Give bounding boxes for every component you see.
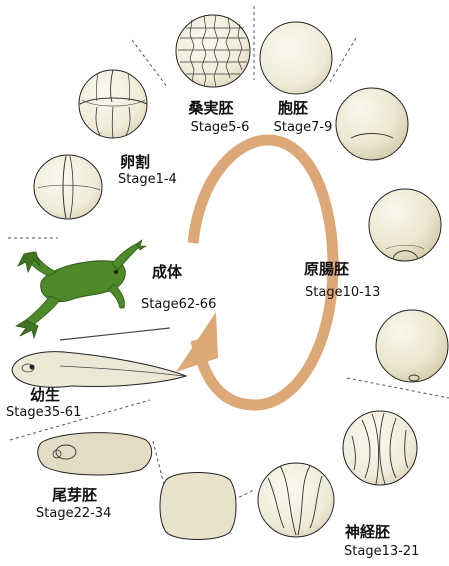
tailbud-name: 尾芽胚 — [52, 488, 97, 503]
neurula-range: Stage13-21 — [344, 545, 419, 558]
cleavage-range: Stage1-4 — [118, 173, 177, 186]
gastrula-range: Stage10-13 — [305, 286, 380, 299]
gastrula-name: 原腸胚 — [304, 262, 349, 277]
gastrula-egg-early — [336, 88, 408, 160]
adult-range: Stage62-66 — [141, 298, 216, 311]
tadpole-name: 幼生 — [30, 388, 60, 403]
morula-range: Stage5-6 — [191, 121, 250, 134]
blastula-name: 胞胚 — [278, 101, 308, 116]
frog-front-leg — [112, 244, 140, 270]
cleavage-name: 卵割 — [120, 155, 150, 170]
divider-gastrula-neurula — [347, 378, 449, 398]
morula-egg — [176, 15, 250, 87]
blastula-egg — [260, 22, 332, 94]
divider-adult-tadpole — [60, 328, 170, 340]
tailbud-embryo-early — [160, 473, 236, 540]
neurula-egg-early — [343, 411, 417, 485]
gastrula-egg-late — [376, 310, 448, 382]
adult-frog — [16, 240, 146, 338]
tadpole-range: Stage35-61 — [6, 406, 81, 419]
blastula-range: Stage7-9 — [274, 121, 333, 134]
neurula-egg-late — [258, 463, 334, 537]
frog-body — [41, 261, 126, 302]
cleavage-egg — [34, 155, 102, 219]
neurula-name: 神経胚 — [345, 525, 390, 540]
frog-eye — [114, 270, 118, 274]
tadpole — [12, 352, 186, 388]
cycle-arrow-head — [176, 312, 218, 372]
divider-blastula-gastrula — [330, 38, 356, 82]
adult-name: 成体 — [152, 265, 182, 280]
gastrula-egg-mid — [369, 189, 441, 261]
tailbud-range: Stage22-34 — [36, 507, 111, 520]
tailbud-embryo-late — [38, 433, 152, 475]
frog-hind-leg-lower — [26, 296, 60, 326]
morula-name: 桑実胚 — [188, 101, 233, 116]
eight-cell-egg — [79, 70, 147, 138]
